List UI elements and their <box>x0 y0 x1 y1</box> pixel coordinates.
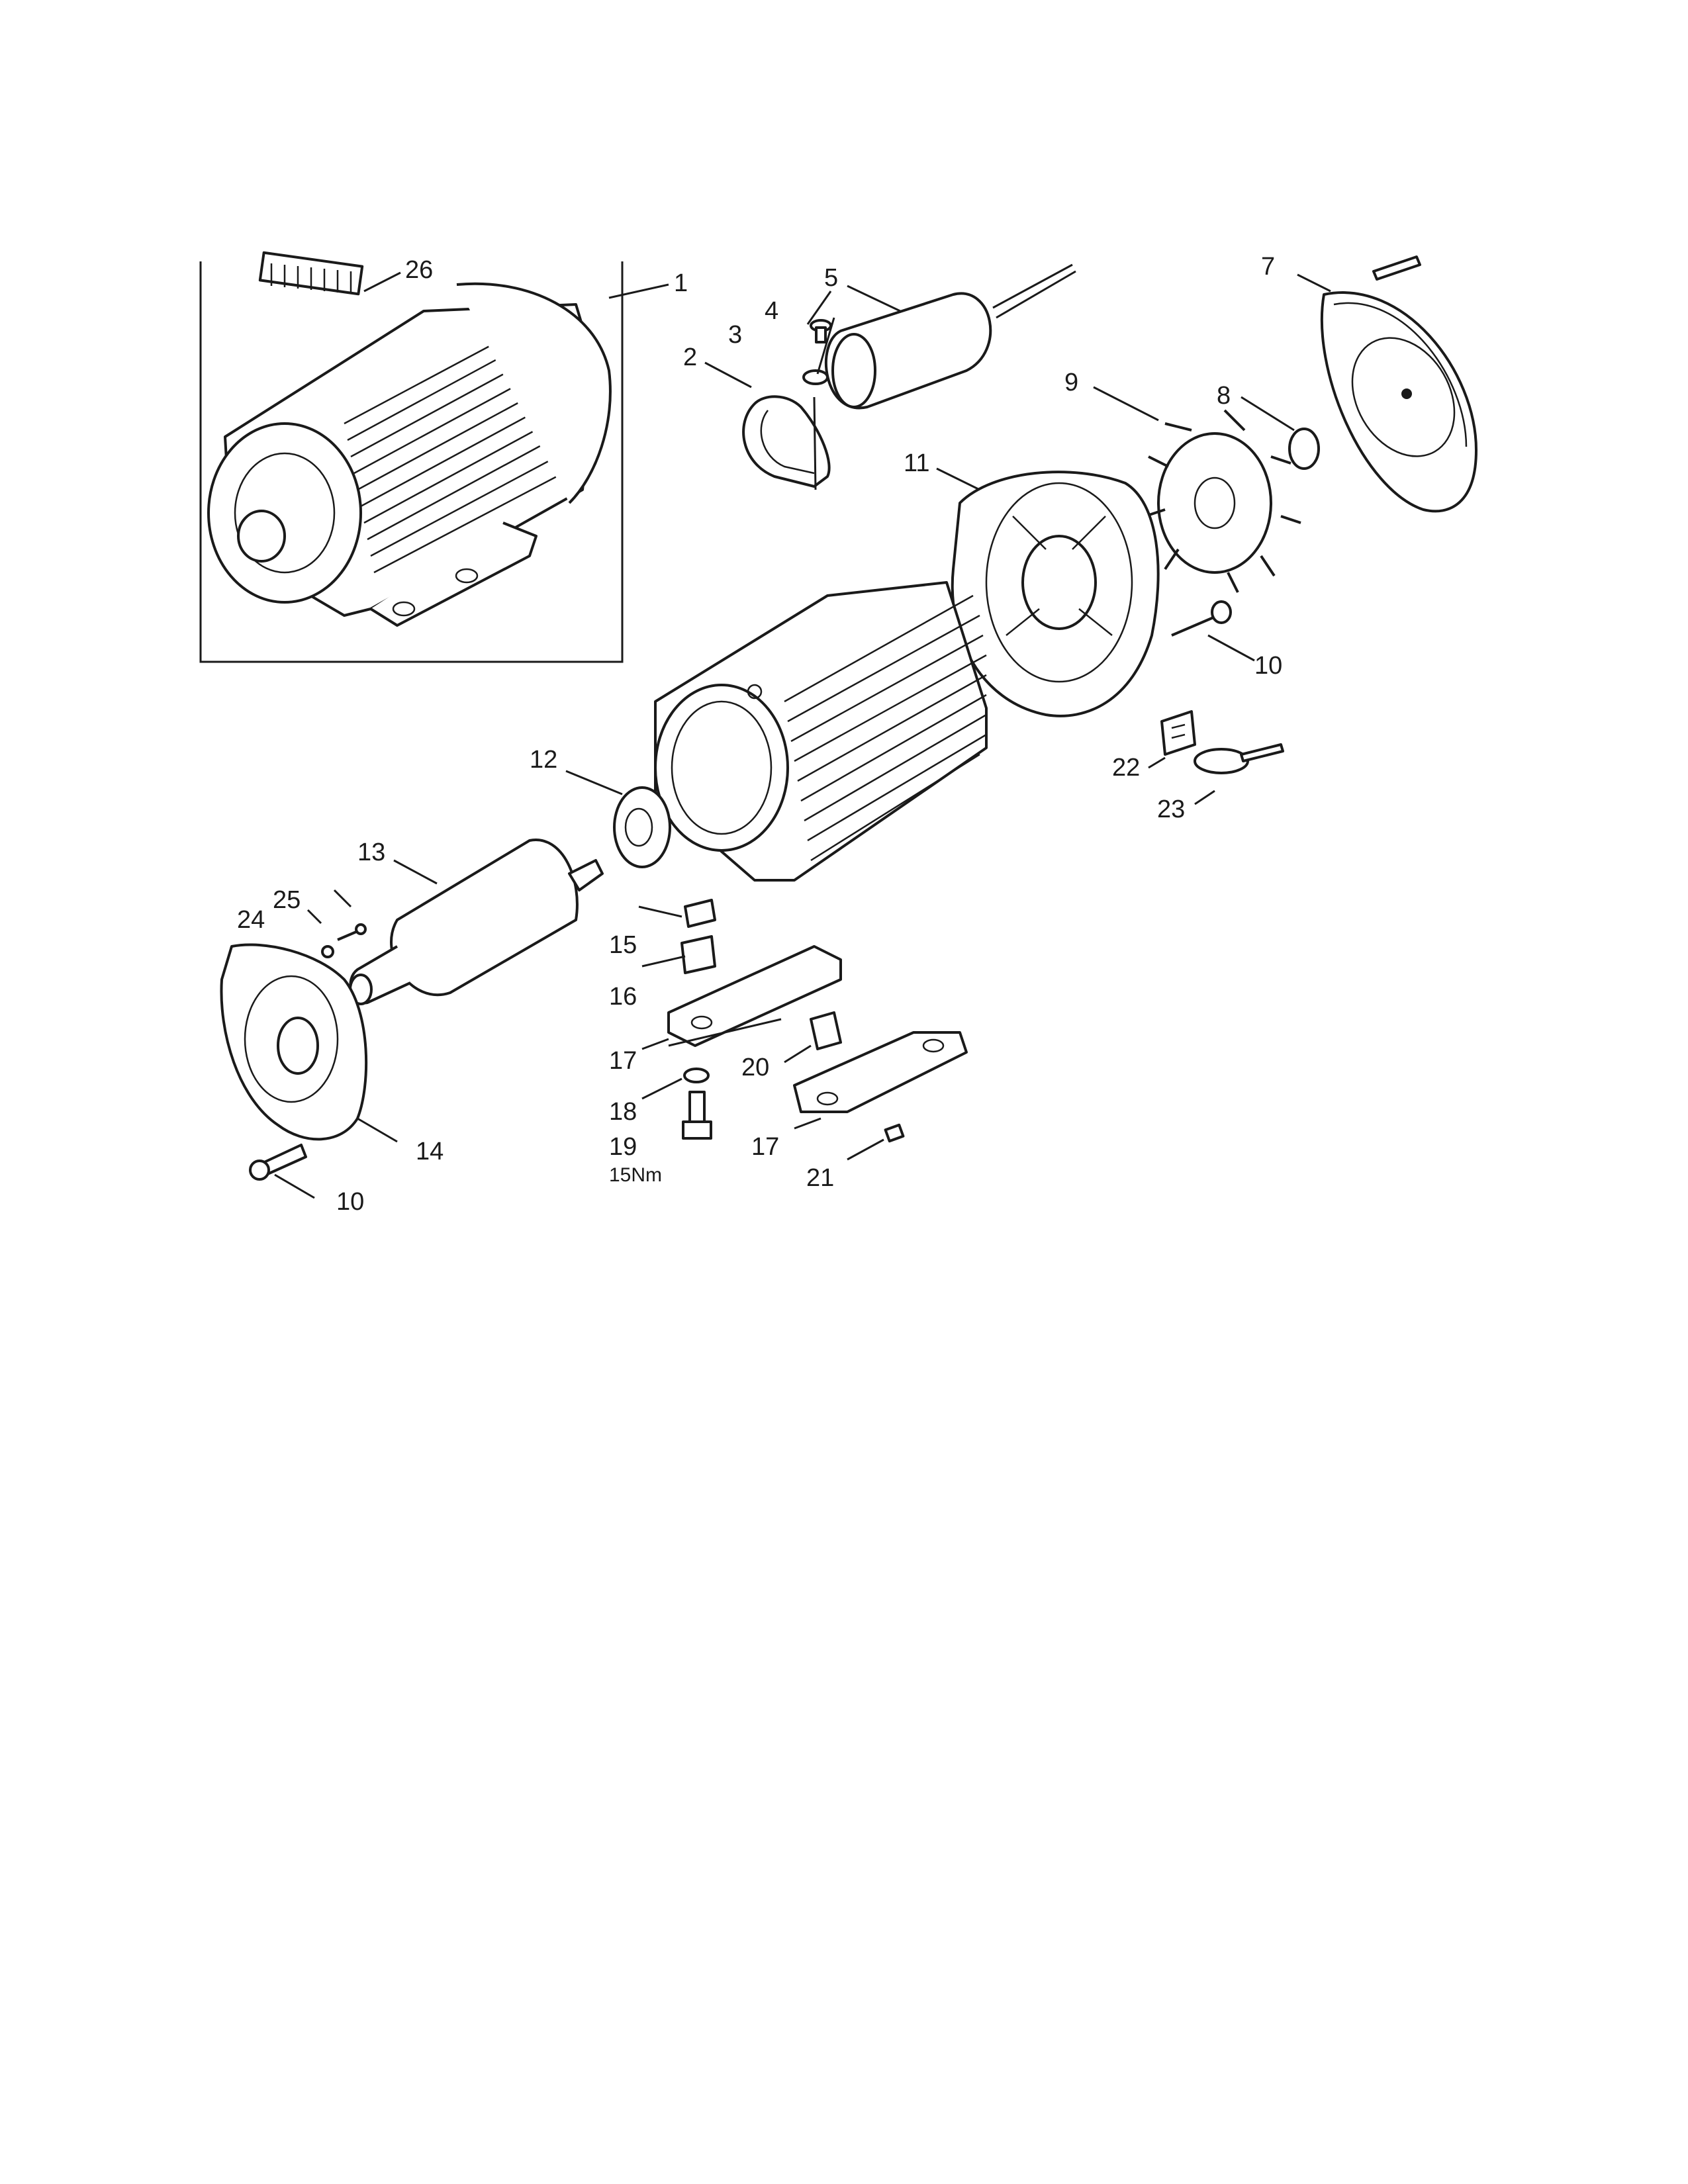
callout-1: 1 <box>674 269 688 297</box>
seal-ring-8 <box>1288 428 1320 470</box>
callout-17a: 17 <box>609 1047 637 1075</box>
washer-24 <box>321 945 334 958</box>
cap-nut-15 <box>684 899 716 928</box>
rear-end-shield <box>951 471 1160 717</box>
callout-23: 23 <box>1157 796 1185 823</box>
callout-14: 14 <box>416 1138 444 1165</box>
assembled-motor-inset <box>199 251 669 663</box>
callout-13: 13 <box>357 839 385 866</box>
mounting-foot-17b <box>793 1031 968 1113</box>
capacitor <box>825 263 1076 410</box>
leader-lines <box>274 271 1331 1199</box>
bolt-20 <box>810 1011 842 1050</box>
washer-18 <box>683 1068 710 1083</box>
callout-17b: 17 <box>751 1133 779 1161</box>
callout-8: 8 <box>1217 382 1231 410</box>
screw-25 <box>337 923 367 941</box>
callout-9: 9 <box>1064 369 1078 396</box>
callout-11: 11 <box>904 449 929 477</box>
cable-tie-23 <box>1194 743 1284 774</box>
washer-3 <box>802 369 829 385</box>
callout-18: 18 <box>609 1098 637 1126</box>
bolt-10-upper <box>1171 600 1232 637</box>
callout-16: 16 <box>609 983 637 1011</box>
cable-clamp <box>742 395 831 490</box>
cooling-fan <box>1145 409 1301 593</box>
bearing <box>613 786 671 868</box>
callout-7: 7 <box>1261 253 1275 281</box>
label-plate-22 <box>1160 710 1196 756</box>
callout-3: 3 <box>728 321 742 349</box>
callout-2: 2 <box>683 343 697 371</box>
callout-4: 4 <box>765 297 778 325</box>
callout-10-lower: 10 <box>336 1188 364 1216</box>
callout-20: 20 <box>741 1054 769 1081</box>
callout-21: 21 <box>806 1164 834 1192</box>
callout-26: 26 <box>405 256 433 284</box>
damper-16 <box>680 935 716 974</box>
callout-5: 5 <box>824 264 838 292</box>
fan-cover <box>1320 255 1477 513</box>
front-end-shield <box>220 943 368 1141</box>
terminal-strip <box>258 251 364 296</box>
rotor <box>349 839 604 1005</box>
callout-22: 22 <box>1112 754 1140 782</box>
mounting-foot-17a <box>667 945 842 1047</box>
callout-15: 15 <box>609 931 637 959</box>
callout-25: 25 <box>273 886 301 914</box>
callout-19: 19 <box>609 1133 637 1161</box>
callout-10-upper: 10 <box>1254 652 1282 680</box>
stator-housing <box>654 581 988 882</box>
callout-12: 12 <box>530 746 557 774</box>
callout-24: 24 <box>237 906 265 934</box>
sleeve-21 <box>884 1123 905 1143</box>
inset-cooling-fins <box>344 316 570 574</box>
bolt-10-lower <box>249 1144 307 1181</box>
torque-note: 15Nm <box>609 1164 662 1186</box>
callout-labels: 26 1 5 4 3 2 7 9 8 11 10 12 22 23 13 25 … <box>237 253 1282 1216</box>
bolt-19 <box>682 1091 712 1140</box>
stator-cooling-fins <box>784 594 987 862</box>
screw-4 <box>810 319 832 343</box>
